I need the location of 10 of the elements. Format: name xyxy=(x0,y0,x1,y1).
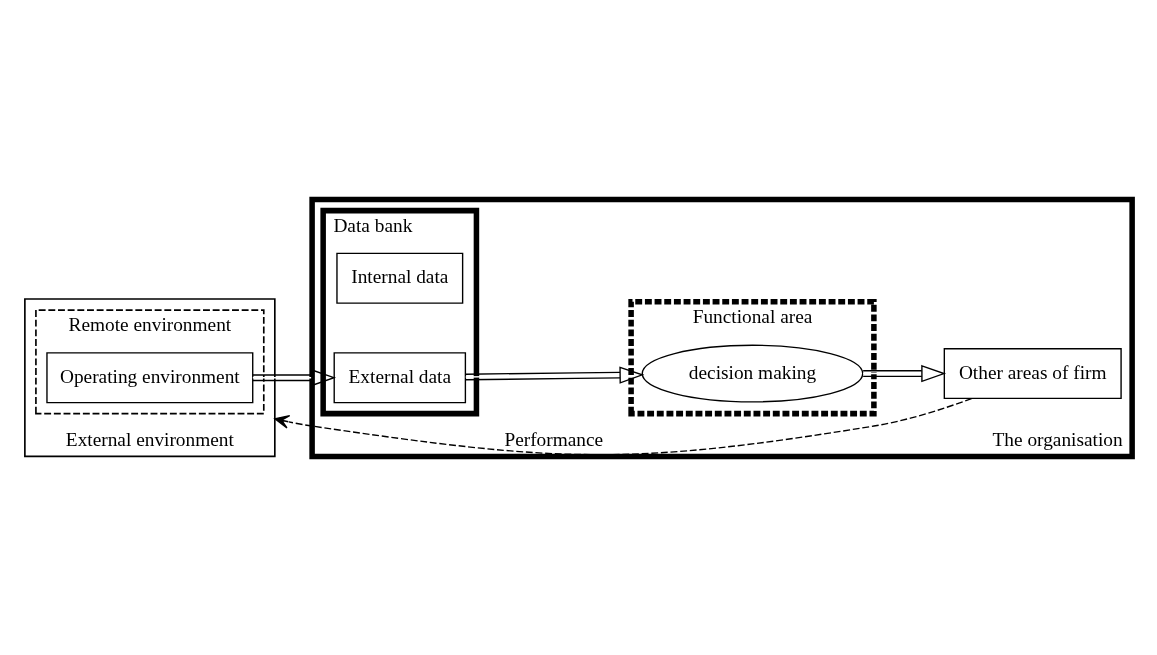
arrow xyxy=(252,368,337,386)
arrow xyxy=(862,364,947,382)
node-box: External data xyxy=(333,351,467,403)
node-ellipse: decision making xyxy=(641,344,864,403)
node-box: Internal data xyxy=(336,252,464,304)
node-box: Operating environment xyxy=(46,351,254,403)
arrow xyxy=(465,365,645,384)
arrow xyxy=(274,397,973,455)
edge-label: Performance xyxy=(504,428,604,450)
node-box: Other areas of firm xyxy=(943,347,1122,399)
